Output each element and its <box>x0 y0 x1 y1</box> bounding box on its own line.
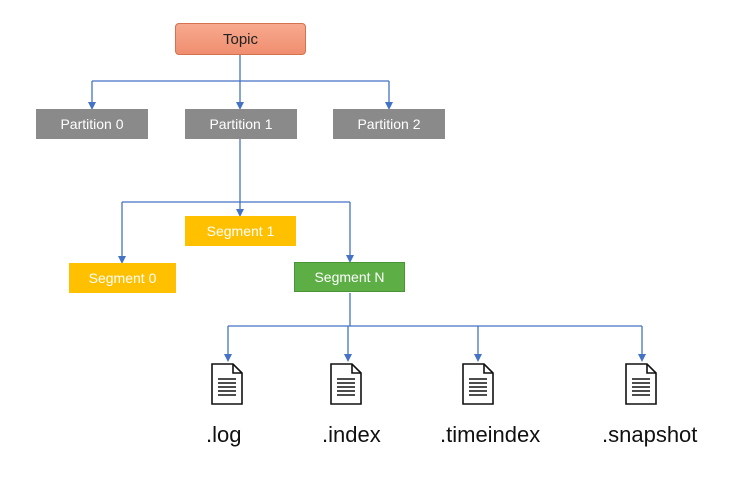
segment-1-node: Segment 1 <box>185 216 296 246</box>
document-icon <box>625 363 657 405</box>
document-icon <box>462 363 494 405</box>
file-log-label: .log <box>206 422 242 447</box>
document-icon <box>330 363 362 405</box>
file-timeindex-label: .timeindex <box>440 422 541 447</box>
file-index-label: .index <box>322 422 381 447</box>
partition-2-node: Partition 2 <box>333 109 445 139</box>
file-snapshot-label: .snapshot <box>602 422 698 447</box>
segment-n-node: Segment N <box>294 262 405 292</box>
partition-0-node: Partition 0 <box>36 109 148 139</box>
topic-node: Topic <box>175 23 306 55</box>
partition-1-node: Partition 1 <box>185 109 297 139</box>
segment-0-node: Segment 0 <box>69 263 176 293</box>
document-icon <box>211 363 243 405</box>
